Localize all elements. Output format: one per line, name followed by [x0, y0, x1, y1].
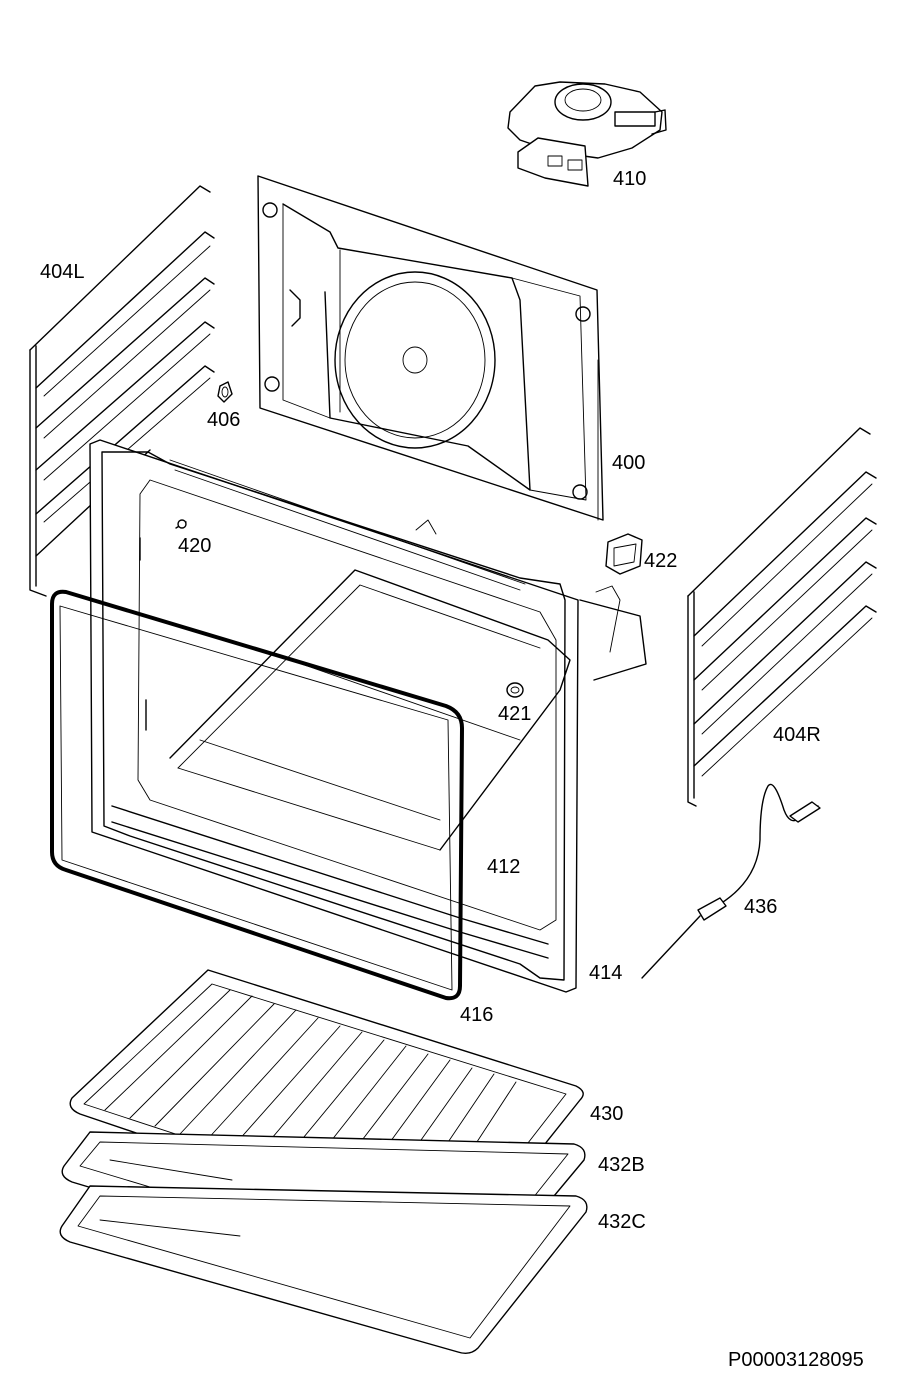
- label-432C: 432C: [598, 1211, 646, 1233]
- label-436: 436: [744, 896, 777, 918]
- part-420-screw: [175, 519, 187, 529]
- label-406: 406: [207, 409, 240, 431]
- part-421-lamp: [506, 682, 524, 698]
- part-400-rear-panel: [257, 175, 604, 521]
- label-412: 412: [487, 856, 520, 878]
- part-436-probe: [641, 783, 821, 979]
- label-404L: 404L: [40, 261, 85, 283]
- label-414: 414: [589, 962, 622, 984]
- label-430: 430: [590, 1103, 623, 1125]
- part-432C-tray: [59, 1185, 588, 1355]
- label-410: 410: [613, 168, 646, 190]
- label-421: 421: [498, 703, 531, 725]
- part-416-door-gasket: [50, 589, 464, 1001]
- part-414-cavity-frame: [89, 439, 647, 993]
- part-410-fan-motor: [507, 81, 667, 187]
- label-416: 416: [460, 1004, 493, 1026]
- label-404R: 404R: [773, 724, 821, 746]
- drawing-code: P00003128095: [728, 1349, 864, 1371]
- part-422-lamp-holder: [605, 533, 643, 575]
- part-404R-right-rack: [687, 427, 877, 807]
- label-432B: 432B: [598, 1154, 645, 1176]
- label-422: 422: [644, 550, 677, 572]
- part-406-clip: [217, 381, 233, 403]
- label-400: 400: [612, 452, 645, 474]
- label-420: 420: [178, 535, 211, 557]
